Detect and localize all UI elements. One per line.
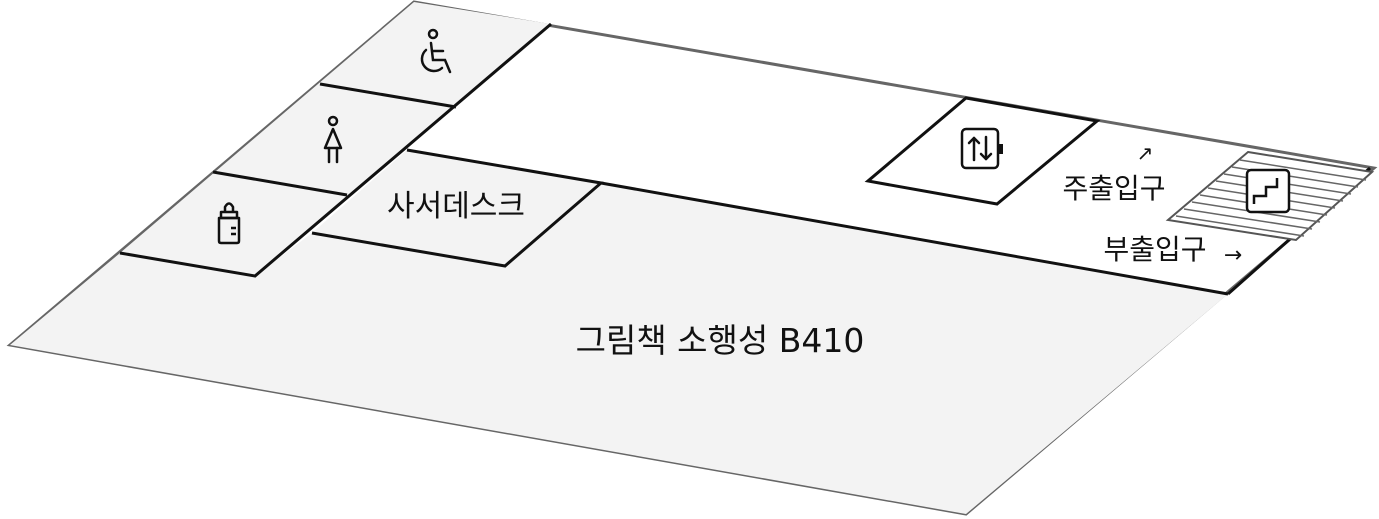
wheelchair-icon bbox=[420, 28, 452, 74]
restroom-wing[interactable] bbox=[120, 2, 551, 276]
librarian-desk-label: 사서데스크 bbox=[387, 189, 525, 224]
baby-bottle-icon bbox=[217, 202, 241, 245]
main-entrance-arrow: ↗ bbox=[1137, 141, 1154, 165]
main-entrance-label[interactable]: 주출입구 bbox=[1062, 172, 1165, 205]
librarian-desk[interactable] bbox=[312, 150, 601, 266]
side-entrance-label[interactable]: 부출입구 bbox=[1103, 233, 1206, 266]
gallery-room[interactable] bbox=[10, 183, 1228, 514]
elevator-icon bbox=[960, 127, 1003, 170]
stairs[interactable] bbox=[1165, 150, 1375, 242]
side-entrance-arrow: → bbox=[1224, 243, 1242, 268]
stairs-icon bbox=[1245, 168, 1291, 214]
woman-icon bbox=[323, 115, 343, 164]
gallery-label: 그림책 소행성 B410 bbox=[576, 321, 865, 360]
